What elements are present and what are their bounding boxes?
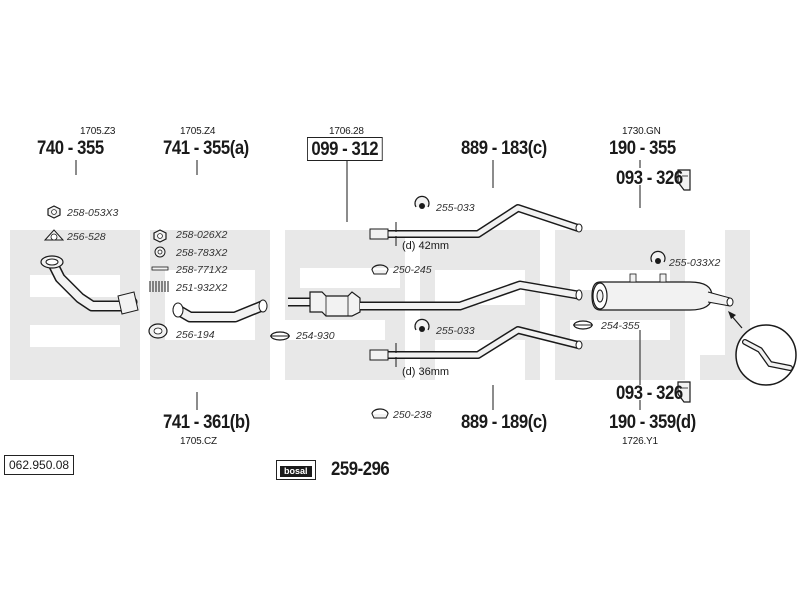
- intermediate-pipe-a[interactable]: [172, 299, 268, 323]
- small-part-label[interactable]: 254-355: [601, 320, 640, 332]
- part-number-label[interactable]: 741 - 361(b): [163, 412, 250, 433]
- small-part-label[interactable]: 256-528: [67, 231, 106, 243]
- ref-label: 1705.CZ: [180, 436, 217, 447]
- washer-icon: [154, 246, 166, 258]
- ref-label: 1705.Z3: [80, 126, 116, 137]
- bracket-icon: [677, 381, 691, 403]
- small-part-label[interactable]: 250-245: [393, 264, 432, 276]
- ref-label: 1706.28: [329, 126, 364, 137]
- small-part-label[interactable]: 258-026X2: [176, 229, 228, 241]
- small-part-label[interactable]: 255-033X2: [669, 257, 721, 269]
- small-part-label[interactable]: 251-932X2: [176, 282, 228, 294]
- small-part-label[interactable]: 258-783X2: [176, 247, 228, 259]
- clamp-icon: [270, 331, 290, 341]
- clamp-icon: [414, 195, 430, 209]
- part-number-label[interactable]: 093 - 326: [616, 383, 683, 404]
- rubber-mount-icon: [371, 264, 389, 275]
- brand-logo-box: bosal: [276, 460, 316, 480]
- diameter-label: (d) 42mm: [402, 240, 450, 252]
- nut-icon: [47, 205, 61, 219]
- brand-logo: bosal: [280, 466, 312, 477]
- small-part-label[interactable]: 250-238: [393, 409, 432, 421]
- nut-icon: [153, 229, 167, 243]
- part-number-label[interactable]: 190 - 355: [609, 138, 676, 159]
- part-number-label[interactable]: 190 - 359(d): [609, 412, 696, 433]
- center-pipe-c-lower[interactable]: [369, 326, 583, 361]
- clamp-icon: [650, 250, 666, 264]
- rubber-mount-icon: [371, 408, 389, 419]
- part-number-label[interactable]: 741 - 355(a): [163, 138, 249, 159]
- clamp-icon: [573, 320, 593, 330]
- gasket-icon: [43, 229, 65, 241]
- small-part-label[interactable]: 258-053X3: [67, 207, 119, 219]
- ref-label: 1730.GN: [622, 126, 661, 137]
- leader-lines: [75, 160, 641, 410]
- part-number-label[interactable]: 093 - 326: [616, 168, 683, 189]
- part-number-label[interactable]: 740 - 355: [37, 138, 104, 159]
- gasket-icon: [148, 323, 168, 339]
- diagram-number: 062.950.08: [4, 455, 75, 475]
- clamp-icon: [414, 318, 430, 332]
- part-number-label[interactable]: 259-296: [331, 459, 390, 480]
- diameter-label: (d) 36mm: [402, 366, 450, 378]
- spring-icon: [149, 281, 169, 292]
- small-part-label[interactable]: 254-930: [296, 330, 335, 342]
- magnifier-icon: [728, 311, 797, 386]
- ref-label: 1705.Z4: [180, 126, 216, 137]
- center-pipe[interactable]: [360, 280, 583, 311]
- small-part-label[interactable]: 255-033: [436, 202, 475, 214]
- small-part-label[interactable]: 255-033: [436, 325, 475, 337]
- bracket-icon: [677, 169, 691, 191]
- rear-silencer[interactable]: [591, 273, 734, 311]
- front-pipe[interactable]: [40, 255, 139, 315]
- part-number-label-boxed[interactable]: 099 - 312: [307, 137, 383, 161]
- small-part-label[interactable]: 258-771X2: [176, 264, 228, 276]
- small-part-label[interactable]: 256-194: [176, 329, 215, 341]
- part-number-label[interactable]: 889 - 189(c): [461, 412, 547, 433]
- center-pipe-c-upper[interactable]: [369, 204, 583, 240]
- catalyst-converter[interactable]: [288, 291, 361, 317]
- bolt-icon: [151, 266, 169, 271]
- ref-label: 1726.Y1: [622, 436, 658, 447]
- part-number-label[interactable]: 889 - 183(c): [461, 138, 547, 159]
